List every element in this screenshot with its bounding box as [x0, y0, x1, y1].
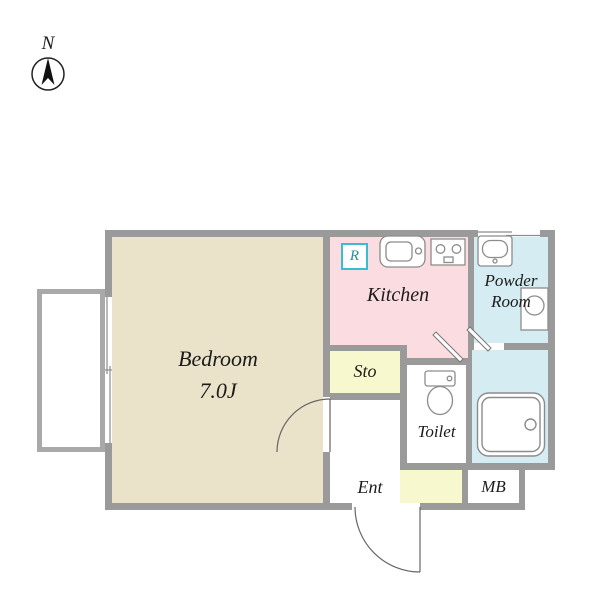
kitchen-door-panel-icon	[432, 331, 464, 363]
stove-icon	[430, 238, 466, 266]
entrance-door-opening	[352, 503, 420, 510]
bedroom-size-label: 7.0J	[199, 378, 237, 403]
kitchen-sink-icon	[379, 235, 426, 268]
refrigerator-label: R	[349, 248, 360, 264]
powder-room-label-line1: Powder	[484, 271, 538, 290]
balcony-window-icon	[105, 297, 112, 443]
room-balcony: Balcony	[37, 289, 105, 452]
entrance-label: Ent	[357, 477, 383, 497]
bathtub-icon	[476, 392, 546, 457]
refrigerator-box: R	[341, 243, 368, 270]
entrance-door-arc	[354, 506, 421, 573]
room-bedroom	[112, 237, 323, 503]
bedroom-label-group: Bedroom 7.0J	[123, 343, 313, 407]
powder-door-panel-icon	[466, 326, 492, 352]
room-corridor	[330, 400, 400, 503]
bedroom-door-arc	[276, 398, 331, 453]
room-meter-box	[468, 470, 519, 503]
bedroom-label: Bedroom	[178, 346, 258, 371]
powder-window-icon	[478, 231, 540, 237]
storage-label: Sto	[353, 361, 377, 381]
washbasin-icon	[477, 235, 513, 267]
powder-room-label-line2: Room	[491, 292, 531, 311]
washing-machine-icon	[520, 287, 549, 331]
powder-room-label-group: Powder Room	[470, 270, 552, 312]
compass-north-label: N	[41, 33, 55, 54]
powder-window-opening	[478, 230, 540, 237]
kitchen-label: Kitchen	[366, 284, 430, 306]
compass-icon	[31, 57, 65, 91]
bedroom-door-opening	[323, 397, 330, 452]
room-storage	[330, 351, 400, 393]
toilet-icon	[424, 370, 456, 416]
toilet-label: Toilet	[417, 422, 456, 441]
meter-box-label: MB	[481, 477, 506, 496]
room-entrance-step	[400, 470, 462, 503]
